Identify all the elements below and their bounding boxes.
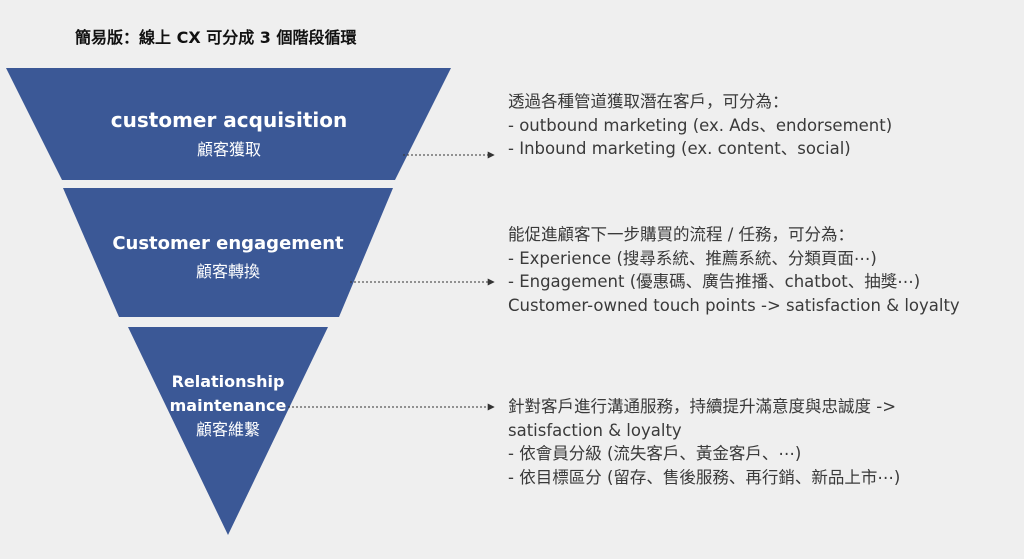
stage-1-title: customer acquisition	[110, 108, 348, 132]
stage-1-desc-line: - outbound marketing (ex. Ads、endorsemen…	[508, 115, 893, 135]
stage-1-label: customer acquisition 顧客獲取	[79, 108, 379, 160]
stage-3-label: Relationship maintenance 顧客維繫	[143, 370, 313, 442]
stage-2-subtitle: 顧客轉換	[195, 262, 260, 281]
funnel-stage-2-shape	[63, 188, 393, 317]
stage-3-desc-line: - 依目標區分 (留存、售後服務、再行銷、新品上市⋯)	[508, 467, 901, 487]
funnel-stage-1-shape	[6, 68, 451, 180]
stage-3-desc-line: 針對客戶進行溝通服務，持續提升滿意度與忠誠度 ->	[508, 397, 897, 416]
stage-3-title-line-2: maintenance	[169, 396, 287, 415]
stage-3-desc-line: satisfaction & loyalty	[508, 420, 682, 440]
stage-2-title: Customer engagement	[112, 233, 344, 254]
stage-1-desc-line: - Inbound marketing (ex. content、social)	[508, 139, 851, 158]
stage-1-desc-line: 透過各種管道獲取潛在客戶，可分為：	[508, 92, 789, 111]
stage-3-description: 針對客戶進行溝通服務，持續提升滿意度與忠誠度 -> satisfaction &…	[508, 395, 900, 489]
stage-2-desc-line: Customer-owned touch points -> satisfact…	[508, 295, 960, 315]
stage-2-desc-line: - Engagement (優惠碼、廣告推播、chatbot、抽獎⋯)	[508, 272, 921, 291]
stage-2-description: 能促進顧客下一步購買的流程 / 任務，可分為： - Experience (搜尋…	[508, 223, 960, 317]
stage-2-desc-line: - Experience (搜尋系統、推薦系統、分類頁面⋯)	[508, 248, 877, 268]
stage-3-title-line-1: Relationship	[171, 372, 285, 391]
stage-3-desc-line: - 依會員分級 (流失客戶、黃金客戶、⋯)	[508, 444, 802, 463]
stage-1-subtitle: 顧客獲取	[196, 140, 261, 159]
stage-1-description: 透過各種管道獲取潛在客戶，可分為： - outbound marketing (…	[508, 90, 892, 161]
stage-2-label: Customer engagement 顧客轉換	[78, 233, 378, 282]
page-title: 簡易版：線上 CX 可分成 3 個階段循環	[75, 28, 357, 47]
funnel-stage-3-shape	[128, 327, 328, 535]
stage-3-subtitle: 顧客維繫	[195, 420, 260, 439]
stage-2-desc-line: 能促進顧客下一步購買的流程 / 任務，可分為：	[508, 225, 855, 244]
